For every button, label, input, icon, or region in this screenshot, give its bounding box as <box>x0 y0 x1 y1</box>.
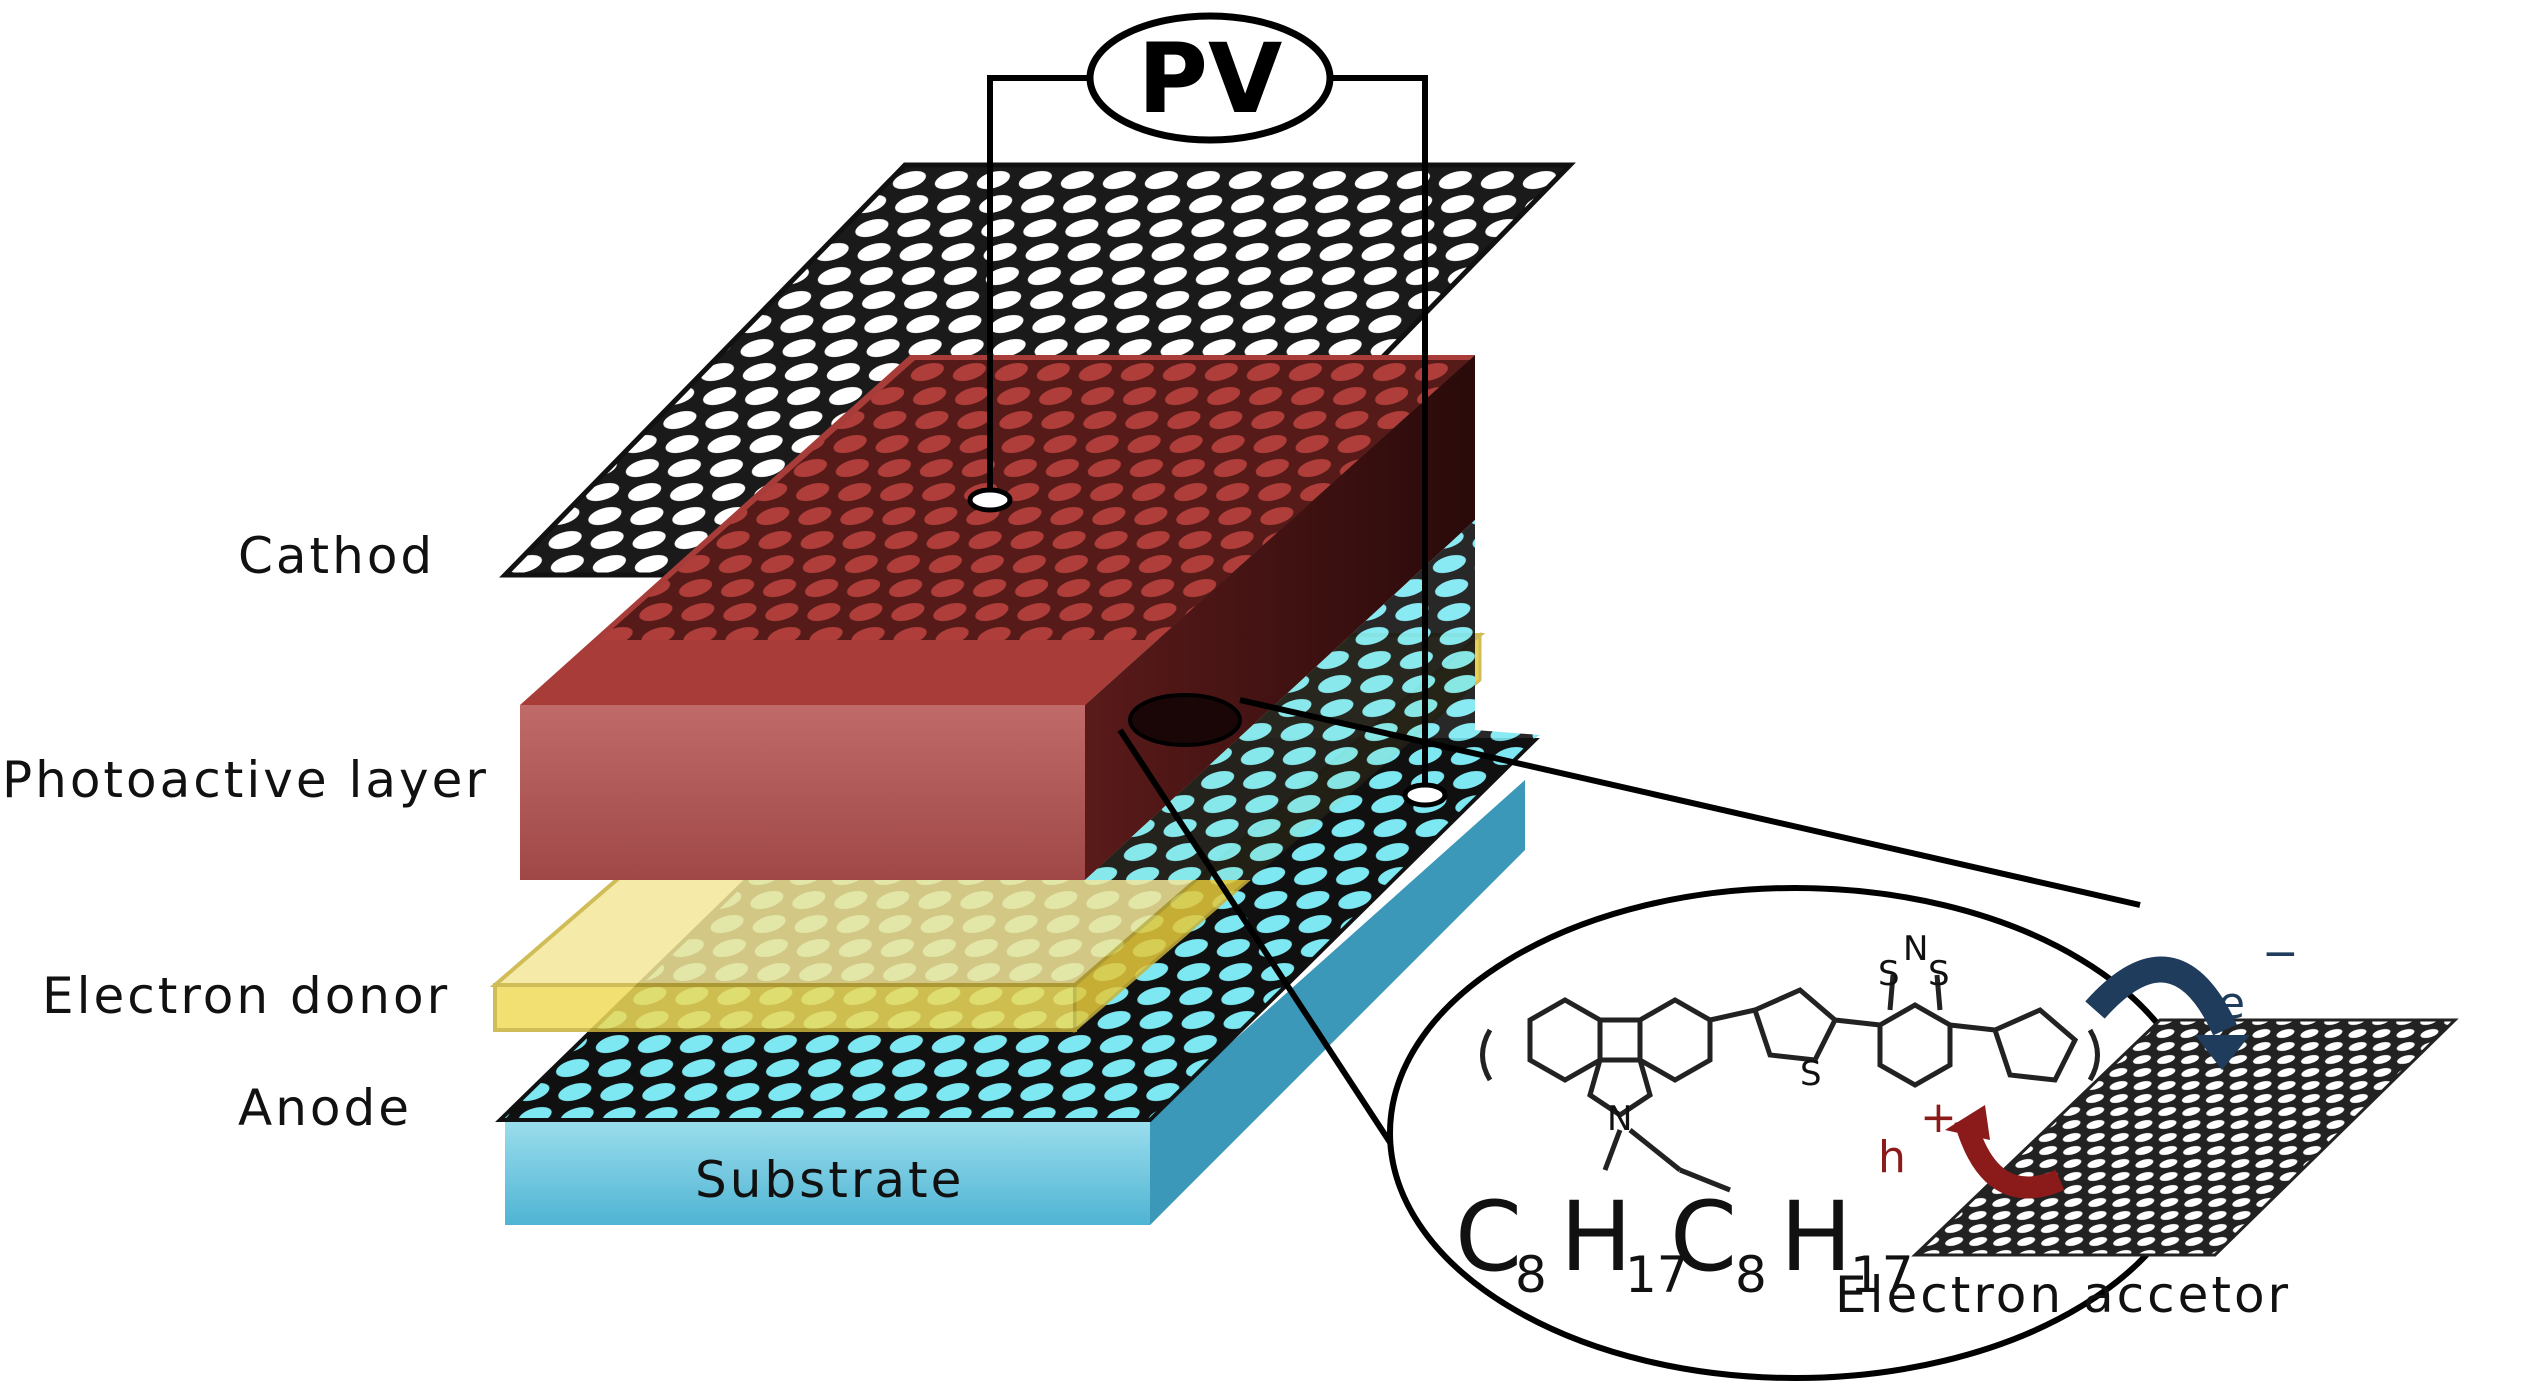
btd-arm-right <box>1934 974 1943 1011</box>
circuit <box>987 75 1428 795</box>
photoactive-side <box>1085 355 1475 880</box>
carbazole-ring-2 <box>1637 997 1713 1083</box>
atom-n: N <box>1607 1099 1632 1139</box>
zoom-lines <box>1117 697 2141 1152</box>
substrate-front <box>505 1115 1150 1225</box>
label-donor: Electron donor <box>42 967 450 1025</box>
hole-sign: + <box>1920 1092 1957 1143</box>
anode-contact <box>1402 782 1448 808</box>
label-anode: Anode <box>238 1079 412 1137</box>
hole-arrowhead <box>1945 1105 1990 1140</box>
photoactive-top-hex <box>600 360 1470 640</box>
formula-sub-8a: 8 <box>1515 1246 1547 1304</box>
cathode-contact <box>967 487 1013 513</box>
electron-arrowhead <box>2195 1035 2250 1070</box>
formula-sub-17a: 17 <box>1625 1246 1689 1304</box>
hole-symbol: h <box>1878 1132 1906 1183</box>
pv-label: PV <box>1138 23 1283 135</box>
thiophene-2 <box>1991 1007 2079 1083</box>
label-substrate: Substrate <box>695 1151 964 1209</box>
wire-left <box>987 75 1090 500</box>
bracket-left <box>1480 1028 1493 1082</box>
atom-s-top-right: S <box>1928 954 1950 994</box>
wire-right <box>1330 75 1428 795</box>
label-photoactive: Photoactive layer <box>2 751 489 809</box>
bracket-right <box>2087 1028 2100 1082</box>
pv-meter <box>1086 12 1334 144</box>
zoom-line-top <box>1239 697 2141 908</box>
bond-to-thiophene-2 <box>1949 1022 1996 1033</box>
electron-arrow <box>2085 956 2237 1036</box>
photoactive-layer <box>520 355 1475 880</box>
electron-sign: − <box>2262 928 2299 979</box>
atom-s-thiophene: S <box>1800 1054 1822 1094</box>
formula-h2: H <box>1780 1181 1852 1293</box>
substrate-side-face <box>1150 780 1525 1225</box>
formula-h1: H <box>1560 1181 1632 1293</box>
chain-bond-2 <box>1679 1167 1731 1193</box>
zoom-spot <box>1128 693 1242 747</box>
formula-c2: C <box>1670 1181 1737 1293</box>
substrate-layer <box>505 780 1525 1225</box>
zoom-callout: N S S N S C 8 H 17 C 8 H 17 e − h + Elec… <box>1387 885 2459 1381</box>
thiophene-1 <box>1751 987 1839 1063</box>
hole-arrow <box>1954 1116 2065 1199</box>
acceptor-sheet <box>1911 1018 2459 1257</box>
zoom-line-bottom <box>1117 728 1398 1152</box>
formula-sub-17b: 17 <box>1850 1246 1914 1304</box>
label-cathode: Cathod <box>238 527 435 585</box>
acceptor-label: Electron accetor <box>1835 1266 2291 1324</box>
formula-sub-8b: 8 <box>1735 1246 1767 1304</box>
polymer-structure <box>1480 974 2100 1193</box>
electron-symbol: e <box>2218 978 2245 1029</box>
bond-to-btd <box>1834 1017 1881 1028</box>
btd-arm-left <box>1887 974 1896 1011</box>
n-bond-down <box>1602 1129 1623 1171</box>
btd-ring <box>1877 1002 1953 1088</box>
donor-front <box>493 983 1077 1032</box>
formula-c1: C <box>1455 1181 1522 1293</box>
chain-bond-1 <box>1628 1128 1682 1172</box>
carbazole-ring-5 <box>1587 1057 1653 1119</box>
atom-s-top-left: S <box>1878 954 1900 994</box>
atom-n-top: N <box>1903 929 1928 969</box>
photoactive-front <box>520 705 1085 880</box>
bond-to-thiophene <box>1709 1007 1756 1023</box>
